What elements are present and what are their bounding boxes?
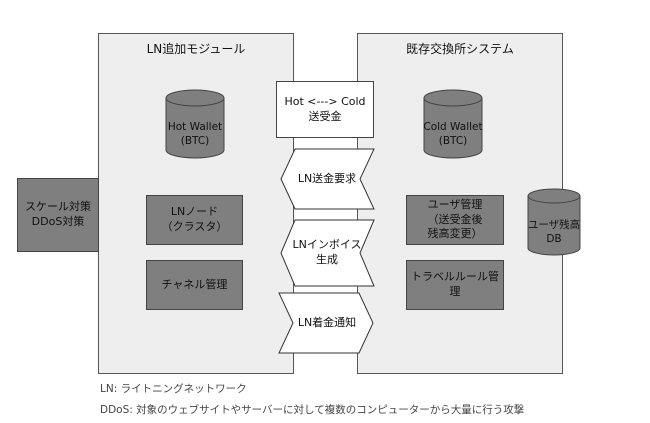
- cold-wallet-label: Cold Wallet (BTC): [423, 121, 483, 148]
- ln-receive-notify-arrow: [278, 292, 374, 354]
- ln-send-request-label: LN送金要求: [297, 172, 357, 185]
- channel-management-box: チャネル管理: [146, 260, 243, 310]
- exchange-system-title: 既存交換所システム: [406, 42, 514, 56]
- scale-ddos-box: スケール対策 DDoS対策: [17, 178, 99, 252]
- user-balance-db-cylinder: [527, 188, 581, 256]
- ln-receive-notify-label: LN着金通知: [297, 316, 357, 329]
- cold-wallet-cylinder: [423, 89, 483, 159]
- user-management-box: ユーザ管理 （送受金後 残高変更）: [406, 195, 504, 245]
- ln-node-box: LNノード （クラスタ）: [146, 195, 243, 245]
- ln-send-request-arrow: [280, 148, 375, 210]
- ln-invoice-label: LNインボイス 生成: [292, 238, 362, 266]
- user-balance-db-label: ユーザ残高 DB: [527, 219, 581, 246]
- hot-wallet-label: Hot Wallet (BTC): [167, 121, 223, 148]
- hot-wallet-cylinder: [165, 89, 225, 159]
- hot-cold-transfer-box: Hot <---> Cold 送受金: [276, 81, 374, 138]
- legend-ddos: DDoS: 対象のウェブサイトやサーバーに対して複数のコンピューターから大量に行…: [100, 404, 525, 416]
- travel-rule-box: トラベルルール管理: [406, 260, 504, 310]
- legend-ln: LN: ライトニングネットワーク: [100, 383, 247, 395]
- ln-invoice-arrow: [280, 219, 375, 287]
- ln-module-title: LN追加モジュール: [146, 42, 246, 56]
